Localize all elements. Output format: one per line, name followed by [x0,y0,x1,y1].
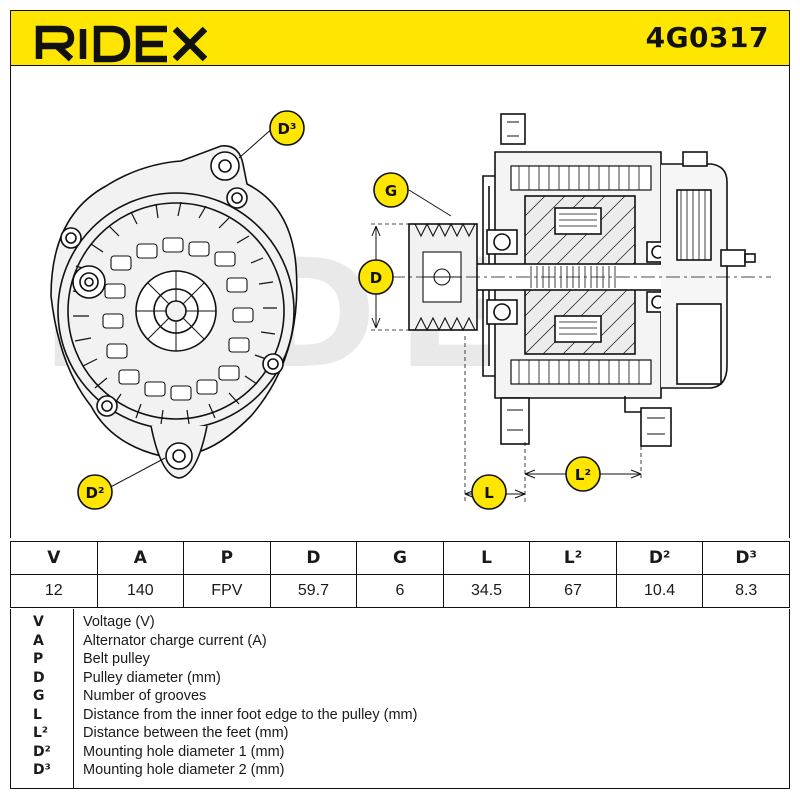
spec-table: V A P D G L L² D² D³ 12 140 FPV 59.7 6 3… [10,541,790,608]
part-number: 4G0317 [645,21,769,54]
legend-description: Mounting hole diameter 2 (mm) [83,762,285,778]
spec-value: 34.5 [442,574,531,608]
ridex-logo [35,25,208,63]
legend-description: Number of grooves [83,688,207,704]
header-bar: 4G0317 [10,10,790,66]
spec-value: FPV [183,574,271,608]
legend-row: G Number of grooves [11,687,791,706]
spec-header: V [10,541,98,575]
spec-header: P [183,541,271,575]
callout-l-label: L [484,484,494,502]
spec-header: L [442,541,531,575]
spec-value: 8.3 [702,574,790,608]
callout-d: D [358,259,394,295]
callout-g: G [373,172,409,208]
legend-symbol: D³ [33,762,51,778]
spec-header: D² [615,541,704,575]
spec-value: 59.7 [269,574,358,608]
callout-d3-label: D³ [277,120,296,138]
spec-header: D³ [702,541,790,575]
callout-l2-label: L² [575,466,591,484]
spec-header-row: V A P D G L L² D² D³ [10,541,790,575]
spec-value: 6 [356,574,444,608]
front-view [50,125,298,491]
callout-l2: L² [565,456,601,492]
legend-row: L² Distance between the feet (mm) [11,724,791,743]
legend-row: V Voltage (V) [11,613,791,632]
legend-description: Distance from the inner foot edge to the… [83,706,418,723]
legend-symbol: G [33,688,45,704]
spec-value: 140 [96,574,185,608]
legend: V Voltage (V) A Alternator charge curren… [10,609,790,789]
spec-value: 12 [10,574,98,608]
legend-description: Mounting hole diameter 1 (mm) [83,743,285,760]
legend-symbol: D [33,669,45,686]
legend-divider [73,609,74,788]
callout-g-label: G [385,182,397,200]
legend-symbol: L [33,706,42,723]
spec-header: L² [529,541,617,575]
spec-value-row: 12 140 FPV 59.7 6 34.5 67 10.4 8.3 [10,574,790,608]
legend-symbol: L² [33,725,49,741]
legend-row: D Pulley diameter (mm) [11,669,791,688]
legend-row: P Belt pulley [11,650,791,669]
technical-drawing: RIDEX [10,66,790,538]
legend-description: Pulley diameter (mm) [83,669,221,686]
legend-description: Belt pulley [83,651,150,667]
legend-description: Voltage (V) [83,614,155,630]
legend-symbol: D² [33,743,51,760]
callout-d2-label: D² [85,484,104,502]
legend-row: D² Mounting hole diameter 1 (mm) [11,743,791,762]
legend-description: Alternator charge current (A) [83,632,267,649]
spec-header: G [356,541,444,575]
legend-symbol: V [33,614,44,630]
legend-description: Distance between the feet (mm) [83,725,289,741]
legend-row: L Distance from the inner foot edge to t… [11,706,791,725]
spec-value: 10.4 [615,574,704,608]
callout-d3: D³ [269,110,305,146]
spec-value: 67 [529,574,617,608]
legend-row: A Alternator charge current (A) [11,632,791,651]
legend-symbol: A [33,632,44,649]
legend-row: D³ Mounting hole diameter 2 (mm) [11,761,791,780]
callout-d-label: D [370,269,382,287]
alternator-drawing: RIDEX [41,110,771,510]
callout-d2: D² [77,474,113,510]
spec-header: A [96,541,185,575]
spec-header: D [269,541,358,575]
section-view [371,113,771,502]
legend-symbol: P [33,651,44,667]
callout-l: L [471,474,507,510]
